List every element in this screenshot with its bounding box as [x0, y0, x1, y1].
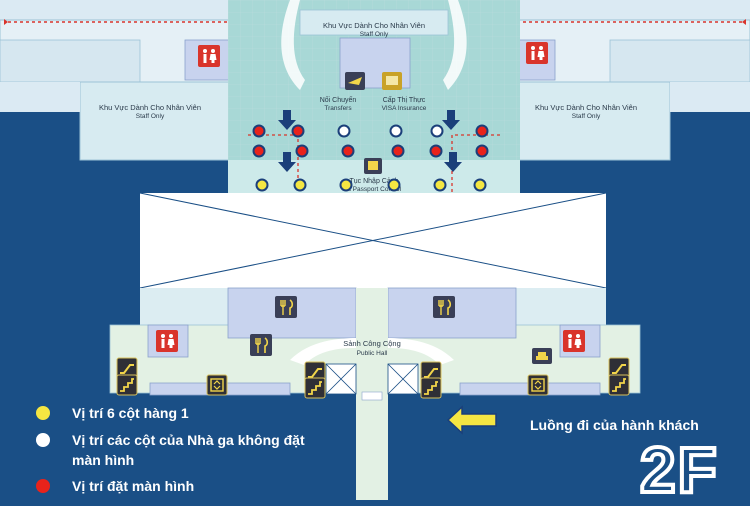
screen-pillar: [252, 124, 266, 138]
passenger-flow-label: Luồng đi của hành khách: [530, 417, 699, 433]
row1-pillar: [433, 178, 447, 192]
staff-right-label-en: Staff Only: [572, 113, 601, 120]
screen-pillar: [475, 144, 489, 158]
direction-arrow-icon: [442, 110, 460, 130]
staff-left-label-en: Staff Only: [136, 113, 165, 120]
elevator-icon: [206, 374, 228, 396]
row1-pillar: [293, 178, 307, 192]
transfers-label: Nối Chuyến: [320, 95, 357, 104]
staff-left-label: Khu Vực Dành Cho Nhân Viên: [99, 103, 201, 112]
direction-arrow-icon: [278, 152, 296, 172]
legend-item-row1-pillar: Vị trí 6 cột hàng 1: [36, 403, 189, 423]
stairs-icon: [304, 377, 326, 399]
staff-area-right: [499, 81, 671, 161]
elevator-icon: [527, 374, 549, 396]
restroom-icon: [526, 42, 548, 64]
restaurant-icon: [432, 295, 456, 319]
legend-label: Vị trí đặt màn hình: [72, 478, 195, 494]
no-screen-pillar: [389, 124, 403, 138]
restaurant-icon: [274, 295, 298, 319]
pillar-markers: [252, 124, 489, 192]
visa-label-en: VISA Insurance: [382, 105, 427, 112]
direction-arrow-icon: [444, 152, 462, 172]
red-dot-icon: [36, 479, 50, 493]
screen-pillar: [429, 144, 443, 158]
legend-label: Vị trí các cột của Nhà ga không đặt màn …: [72, 432, 305, 468]
screen-pillar: [295, 144, 309, 158]
stairs-icon: [608, 374, 630, 396]
screen-pillar: [475, 124, 489, 138]
visa-label: Cấp Thị Thực: [383, 95, 426, 104]
white-dot-icon: [36, 433, 50, 447]
passport-control-label-en: rt Passport Control: [347, 186, 402, 193]
staff-right-label: Khu Vực Dành Cho Nhân Viên: [535, 103, 637, 112]
passport-control-label: Tục Nhập Cảnh: [349, 178, 398, 185]
row1-pillar: [255, 178, 269, 192]
screen-pillar: [252, 144, 266, 158]
public-hall-label: Sảnh Công Cộng: [343, 339, 401, 348]
transfers-label-en: Transfers: [324, 105, 352, 112]
staff-top-label-en: Staff Only: [360, 31, 389, 38]
staff-area-left: [79, 81, 231, 161]
staff-top-label: Khu Vực Dành Cho Nhân Viên: [323, 21, 425, 30]
yellow-dot-icon: [36, 406, 50, 420]
restroom-icon: [156, 330, 178, 352]
screen-pillar: [291, 124, 305, 138]
restroom-icon: [563, 330, 585, 352]
restroom-icon: [198, 45, 220, 67]
direction-arrow-icon: [278, 110, 296, 130]
row1-pillar: [339, 178, 353, 192]
floor-indicator: 2F: [638, 434, 719, 506]
public-hall-label-en: Public Hall: [357, 350, 388, 357]
legend-item-no-screen-pillar: Vị trí các cột của Nhà ga không đặt màn …: [36, 430, 326, 470]
no-screen-pillar: [337, 124, 351, 138]
stairs-icon: [116, 374, 138, 396]
restaurant-icon: [249, 333, 273, 357]
row1-pillar: [473, 178, 487, 192]
passenger-flow-arrow-icon: [446, 405, 497, 435]
legend-item-screen-pillar: Vị trí đặt màn hình: [36, 476, 194, 496]
screen-pillar: [391, 144, 405, 158]
stairs-icon: [420, 377, 442, 399]
no-screen-pillar: [430, 124, 444, 138]
screen-pillar: [341, 144, 355, 158]
row1-pillar: [387, 178, 401, 192]
legend-label: Vị trí 6 cột hàng 1: [72, 405, 189, 421]
